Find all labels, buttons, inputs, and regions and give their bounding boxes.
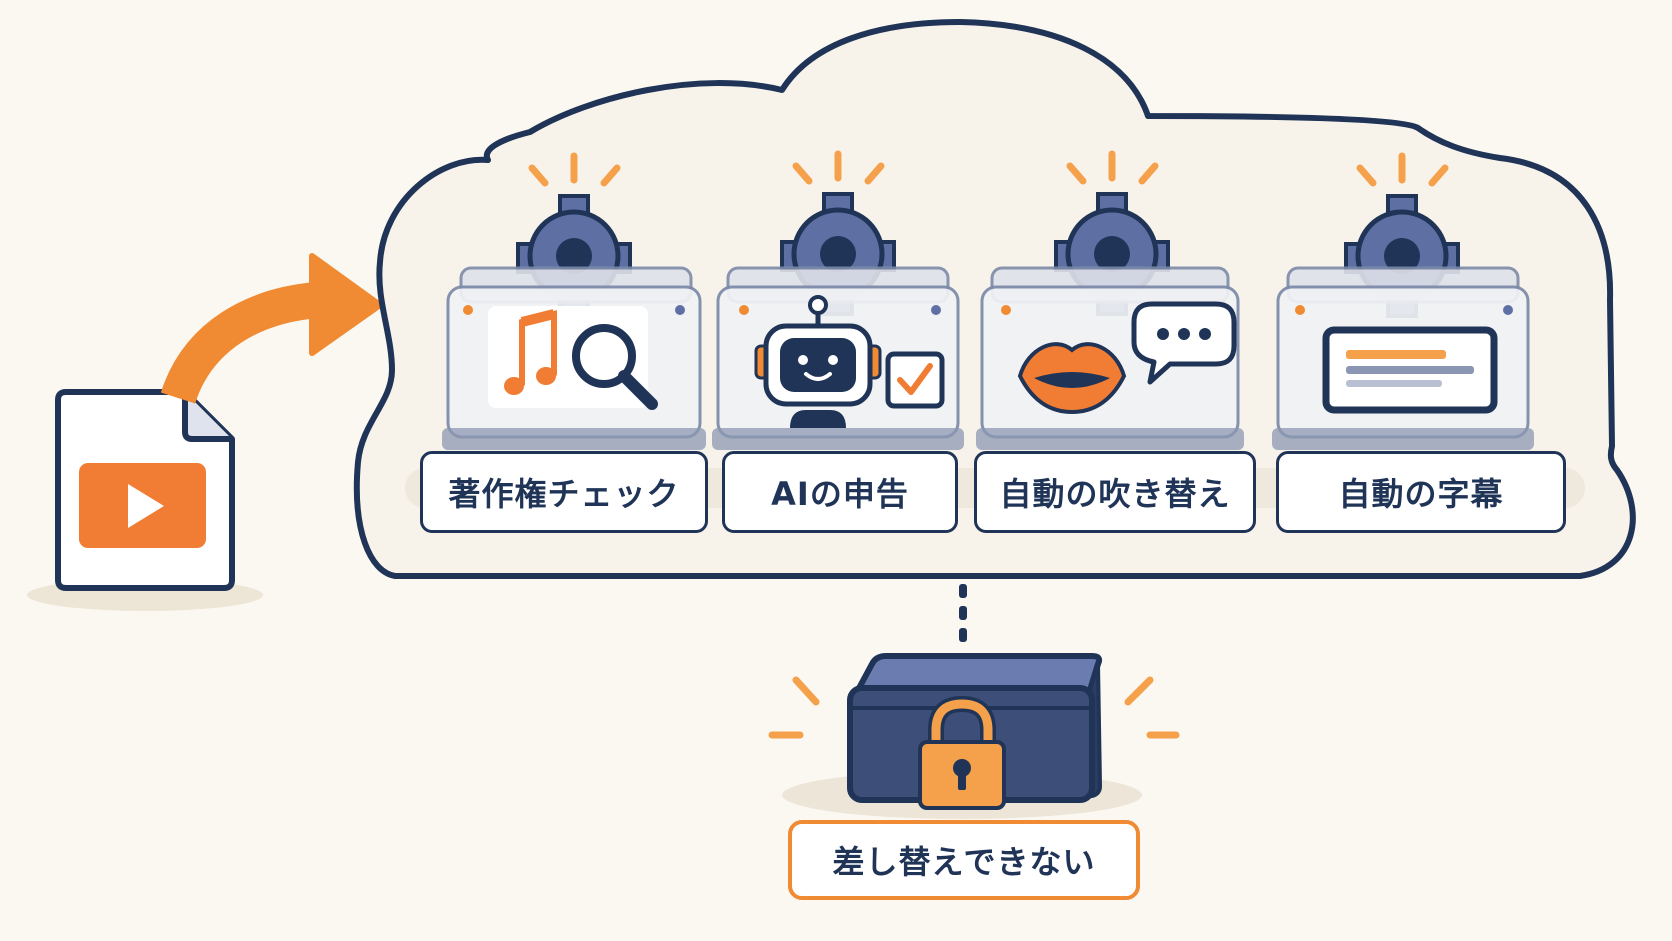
video-file-icon	[27, 389, 263, 611]
padlock-icon	[918, 695, 1006, 810]
service-label-copyright-check: 著作権チェック	[420, 451, 708, 533]
music-note-search-icon	[488, 306, 658, 410]
activity-rays-icon	[528, 152, 621, 187]
service-label-auto-subtitles: 自動の字幕	[1276, 451, 1566, 533]
locked-caption: 差し替えできない	[788, 820, 1140, 900]
activity-rays-icon	[1356, 152, 1449, 187]
activity-rays-icon	[1066, 150, 1159, 185]
upload-arrow-icon	[160, 253, 383, 405]
copyright-module	[442, 152, 706, 450]
service-label-ai-disclosure: AIの申告	[722, 451, 958, 533]
dotted-connector	[959, 584, 967, 642]
subtitle-screen-icon	[1322, 326, 1498, 414]
activity-rays-icon	[792, 150, 885, 185]
auto-dubbing-module	[976, 150, 1244, 450]
lips-speech-bubble-icon	[1017, 301, 1237, 415]
service-label-auto-dubbing: 自動の吹き替え	[974, 451, 1256, 533]
auto-subtitles-module	[1272, 152, 1534, 450]
ai-disclosure-module	[712, 150, 964, 450]
robot-checkbox-icon	[754, 295, 945, 428]
locked-chest-icon	[768, 653, 1180, 819]
